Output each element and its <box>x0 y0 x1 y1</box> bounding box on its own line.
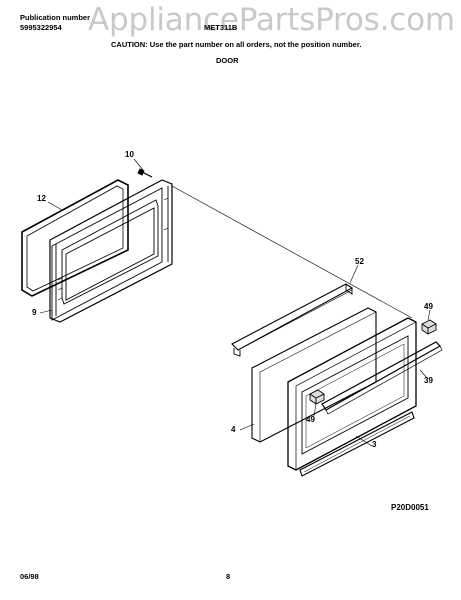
publication-number: 5995322954 <box>20 23 62 32</box>
door-top-trim-part <box>231 283 354 357</box>
caution-note: CAUTION: Use the part number on all orde… <box>111 40 362 49</box>
figure-id: P20D0051 <box>391 503 429 512</box>
door-bottom-trim-part <box>299 411 415 477</box>
callout-9: 9 <box>32 308 37 317</box>
callout-leaders <box>39 158 431 447</box>
callout-4: 4 <box>231 425 236 434</box>
model-number: MET311B <box>204 23 238 32</box>
callout-10: 10 <box>125 150 134 159</box>
screw-part <box>137 168 153 178</box>
callout-39: 39 <box>424 376 433 385</box>
door-handle-part <box>321 341 443 415</box>
callout-49-right: 49 <box>424 302 433 311</box>
callout-49-left: 49 <box>306 415 315 424</box>
callout-12: 12 <box>37 194 46 203</box>
assembly-leader-line <box>171 185 413 319</box>
handle-end-cap-left <box>309 389 325 405</box>
section-title: DOOR <box>216 56 239 65</box>
outer-door-panel-part <box>287 317 417 471</box>
footer-date: 06/98 <box>20 572 39 581</box>
callout-3: 3 <box>372 440 377 449</box>
callout-52: 52 <box>355 257 364 266</box>
publication-label: Publication number <box>20 13 91 22</box>
inner-door-frame-part <box>49 179 173 323</box>
handle-end-cap-right <box>421 319 437 335</box>
footer-page-number: 8 <box>226 572 231 581</box>
watermark-text: AppliancePartsPros.com <box>88 2 455 38</box>
door-gasket-part <box>21 179 129 297</box>
